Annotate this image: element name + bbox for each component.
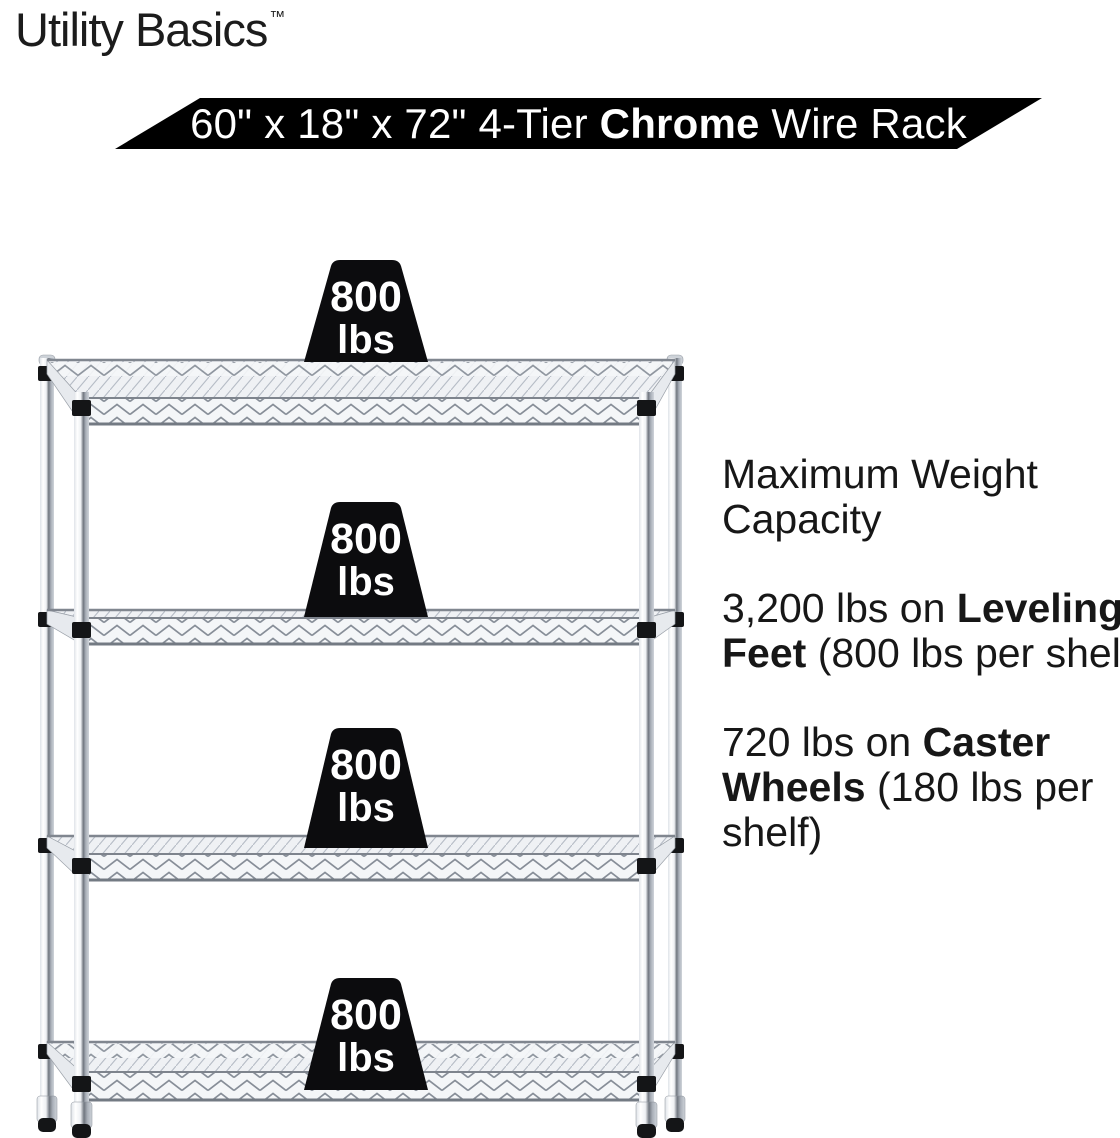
leveling-foot-icon xyxy=(72,1124,91,1138)
weight-value: 800 xyxy=(330,741,402,789)
weight-marker-shelf-4: 800 lbs xyxy=(304,978,428,1090)
weight-marker-shelf-3: 800 lbs xyxy=(304,728,428,848)
weight-icon xyxy=(304,728,428,848)
weight-marker-shelf-1: 800 lbs xyxy=(304,260,428,362)
product-title-type: Wire Rack xyxy=(759,99,967,147)
weight-marker-shelf-2: 800 lbs xyxy=(304,502,428,617)
weight-icon xyxy=(304,978,428,1090)
weight-icon xyxy=(304,502,428,617)
weight-value: 800 xyxy=(330,515,402,563)
weight-value: 800 xyxy=(330,991,402,1039)
title-banner: 60" x 18" x 72" 4-Tier Chrome Wire Rack xyxy=(115,98,1042,149)
product-title: 60" x 18" x 72" 4-Tier Chrome Wire Rack xyxy=(190,100,967,148)
weight-unit: lbs xyxy=(337,786,395,830)
weight-icon xyxy=(304,260,428,362)
leveling-suffix: (800 lbs per shelf) xyxy=(806,630,1120,676)
trademark-icon: ™ xyxy=(269,9,286,26)
caster-prefix: 720 lbs on xyxy=(722,719,923,765)
product-title-dimensions: 60" x 18" x 72" 4-Tier xyxy=(190,99,600,147)
capacity-info: Maximum Weight Capacity 3,200 lbs on Lev… xyxy=(722,452,1120,899)
leveling-foot-icon xyxy=(38,1118,56,1132)
leveling-foot-icon xyxy=(637,1124,656,1138)
back-post-right xyxy=(664,354,686,1132)
shelf-1 xyxy=(46,358,676,426)
caster-bold: Caster Wheels xyxy=(722,719,1051,810)
weight-unit: lbs xyxy=(337,1036,395,1080)
brand-name: Utility Basics xyxy=(15,3,268,56)
capacity-heading: Maximum Weight Capacity xyxy=(722,451,1038,542)
caster-suffix: (180 lbs per shelf) xyxy=(722,764,1094,855)
caster-capacity-text: 720 lbs on Caster Wheels (180 lbs per sh… xyxy=(722,720,1120,855)
leveling-bold: Leveling Feet xyxy=(722,585,1120,676)
wire-rack-illustration: 800 lbs 800 lbs 800 lbs 800 lbs xyxy=(36,260,686,1138)
weight-unit: lbs xyxy=(337,318,395,362)
weight-unit: lbs xyxy=(337,560,395,604)
product-title-finish: Chrome xyxy=(599,99,760,147)
leveling-prefix: 3,200 lbs on xyxy=(722,585,957,631)
front-post-right xyxy=(635,392,658,1138)
back-post-left xyxy=(36,354,58,1132)
weight-value: 800 xyxy=(330,273,402,321)
front-post-left xyxy=(70,392,93,1138)
leveling-foot-icon xyxy=(666,1118,684,1132)
leveling-capacity-text: 3,200 lbs on Leveling Feet (800 lbs per … xyxy=(722,586,1120,676)
